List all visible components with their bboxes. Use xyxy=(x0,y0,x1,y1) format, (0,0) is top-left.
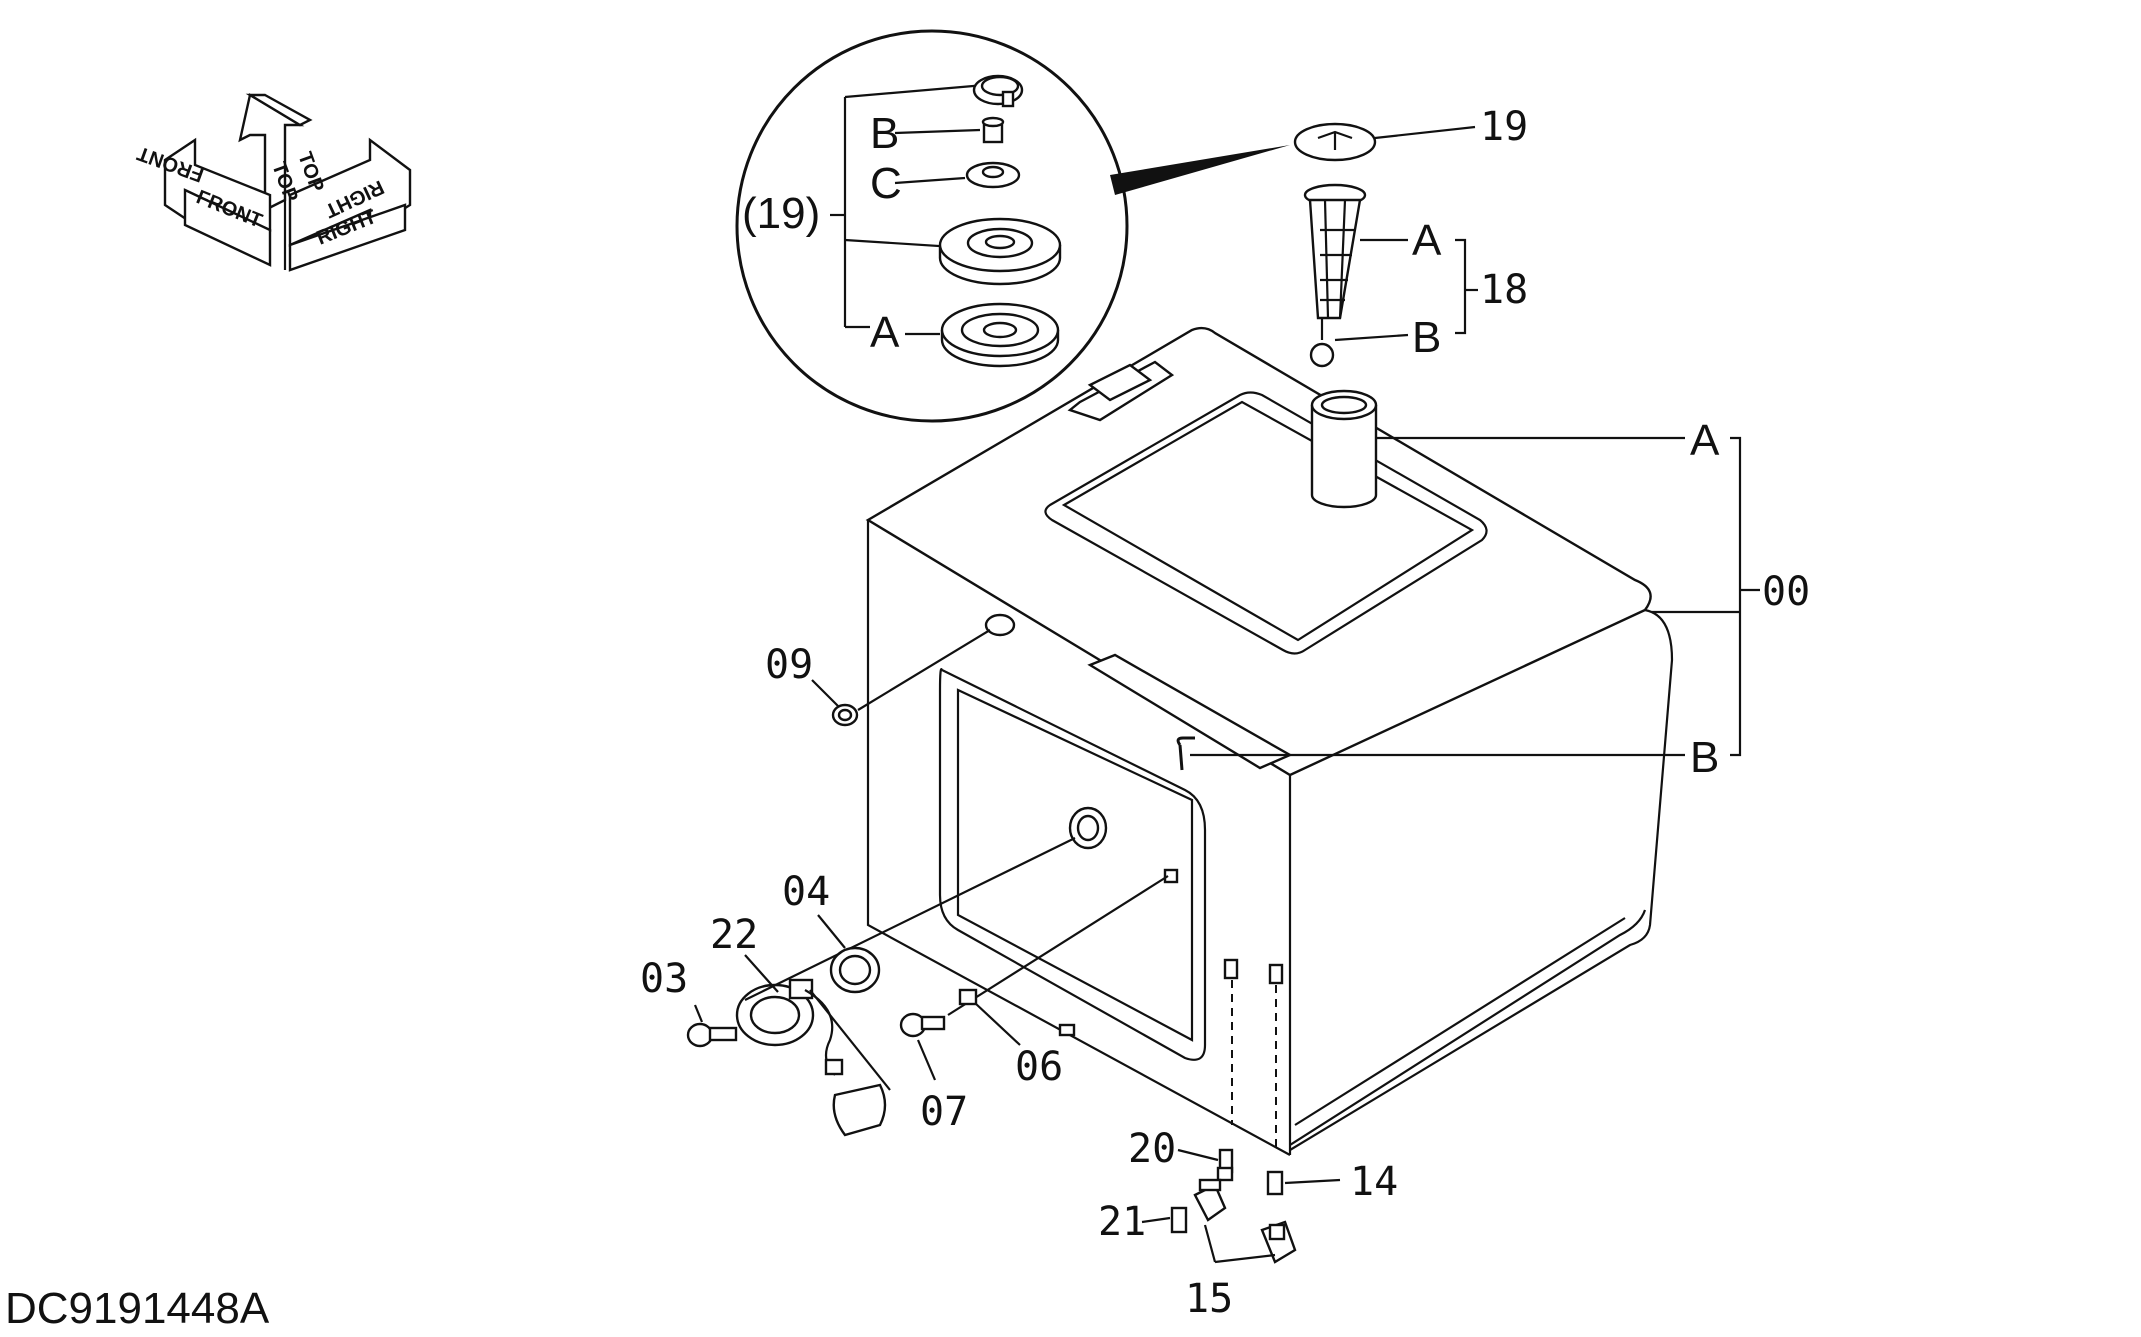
part-14-connector-icon xyxy=(1266,1170,1284,1196)
drawing-code: DC9191448A xyxy=(5,1284,270,1333)
part-21-plug-icon xyxy=(1170,1206,1188,1234)
part-06-clip-icon xyxy=(958,988,978,1006)
part-03-bolt-icon xyxy=(686,1022,738,1048)
detail-a-label: A xyxy=(870,308,900,357)
callout-06: 06 xyxy=(1015,1044,1063,1090)
detail-b-label: B xyxy=(870,109,899,158)
callout-00: 00 xyxy=(1762,569,1810,615)
callout-19: 19 xyxy=(1480,104,1528,150)
callout-04: 04 xyxy=(782,869,830,915)
strainer-icon xyxy=(1303,183,1367,368)
callout-tank-b: B xyxy=(1690,733,1719,782)
detail-a-ring-icon xyxy=(940,302,1060,368)
callout-09: 09 xyxy=(765,642,813,688)
callout-strainer-b: B xyxy=(1412,313,1441,362)
callout-tank-a: A xyxy=(1690,416,1720,465)
part-07-bolt-icon xyxy=(899,1012,946,1038)
callout-03: 03 xyxy=(640,956,688,1002)
part-09-grommet-icon xyxy=(831,703,859,727)
callout-20: 20 xyxy=(1128,1126,1176,1172)
callout-07: 07 xyxy=(920,1089,968,1135)
callout-15: 15 xyxy=(1185,1276,1233,1322)
detail-b-bolt-icon xyxy=(981,116,1005,144)
part-15-drain-valve-icon xyxy=(1193,1178,1297,1264)
callout-18: 18 xyxy=(1480,267,1528,313)
callout-14: 14 xyxy=(1350,1159,1398,1205)
callout-21: 21 xyxy=(1098,1199,1146,1245)
fuel-tank-body xyxy=(865,326,1674,1156)
filler-cap-icon xyxy=(1293,122,1377,162)
cap-detail-view: B C A (19) xyxy=(735,29,1290,423)
detail-c-label: C xyxy=(870,159,902,208)
part-04-gasket-icon xyxy=(829,946,881,994)
orientation-arrows-icon: TOP TOP FRONT FRONT RIGHT RIGHT xyxy=(134,93,412,272)
filler-neck-icon xyxy=(1310,389,1378,509)
callout-strainer-a: A xyxy=(1412,216,1442,265)
detail-cap-body-icon xyxy=(938,217,1062,286)
cap-knob-icon xyxy=(972,74,1024,108)
detail-c-washer-icon xyxy=(965,161,1021,189)
detail-group-label: (19) xyxy=(742,189,820,238)
part-20-elbow-icon xyxy=(1216,1148,1234,1182)
callout-22: 22 xyxy=(710,912,758,958)
part-22-fuel-sender-icon xyxy=(735,978,891,1137)
